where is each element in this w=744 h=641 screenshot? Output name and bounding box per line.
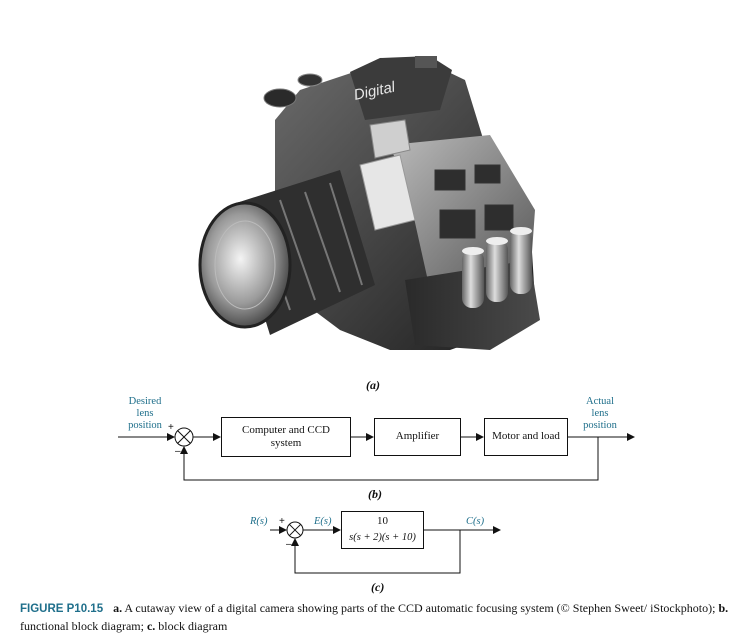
output-signal-label: C(s) [466, 516, 485, 527]
motor-load-block: Motor and load [484, 418, 568, 456]
error-signal-label: E(s) [314, 516, 332, 527]
figure-id: FIGURE P10.15 [20, 603, 104, 615]
computer-ccd-block: Computer and CCD system [221, 417, 351, 457]
caption-a-text: A cutaway view of a digital camera showi… [122, 601, 719, 615]
hot-shoe [415, 56, 437, 68]
sum-minus-c: – [286, 539, 292, 550]
batteries [462, 227, 532, 308]
caption-a-label: a. [113, 601, 123, 615]
caption-c-label: c. [146, 618, 156, 633]
sum-minus-b: – [175, 446, 181, 457]
figure-caption: FIGURE P10.15 a. A cutaway view of a digi… [20, 600, 735, 634]
amplifier-block: Amplifier [374, 418, 461, 456]
transfer-function-block [341, 511, 424, 549]
tf-denominator: s(s + 2)(s + 10) [349, 532, 416, 543]
part-c-label: (c) [371, 580, 385, 594]
sum-plus-c: + [279, 516, 285, 527]
input-label: Desired lens position [128, 396, 162, 432]
caption-b-label: b. [718, 601, 729, 615]
part-b-label: (b) [368, 487, 382, 501]
sum-plus-b: + [168, 422, 174, 433]
camera-cutaway-illustration: Digital [198, 56, 540, 350]
caption-b-text: functional block diagram; [20, 618, 147, 633]
caption-c-text: block diagram [155, 618, 228, 633]
part-a-label: (a) [366, 378, 380, 392]
input-signal-label: R(s) [250, 516, 268, 527]
lens-element [198, 201, 292, 329]
output-label: Actual lens position [583, 396, 617, 432]
tf-numerator: 10 [377, 515, 388, 527]
